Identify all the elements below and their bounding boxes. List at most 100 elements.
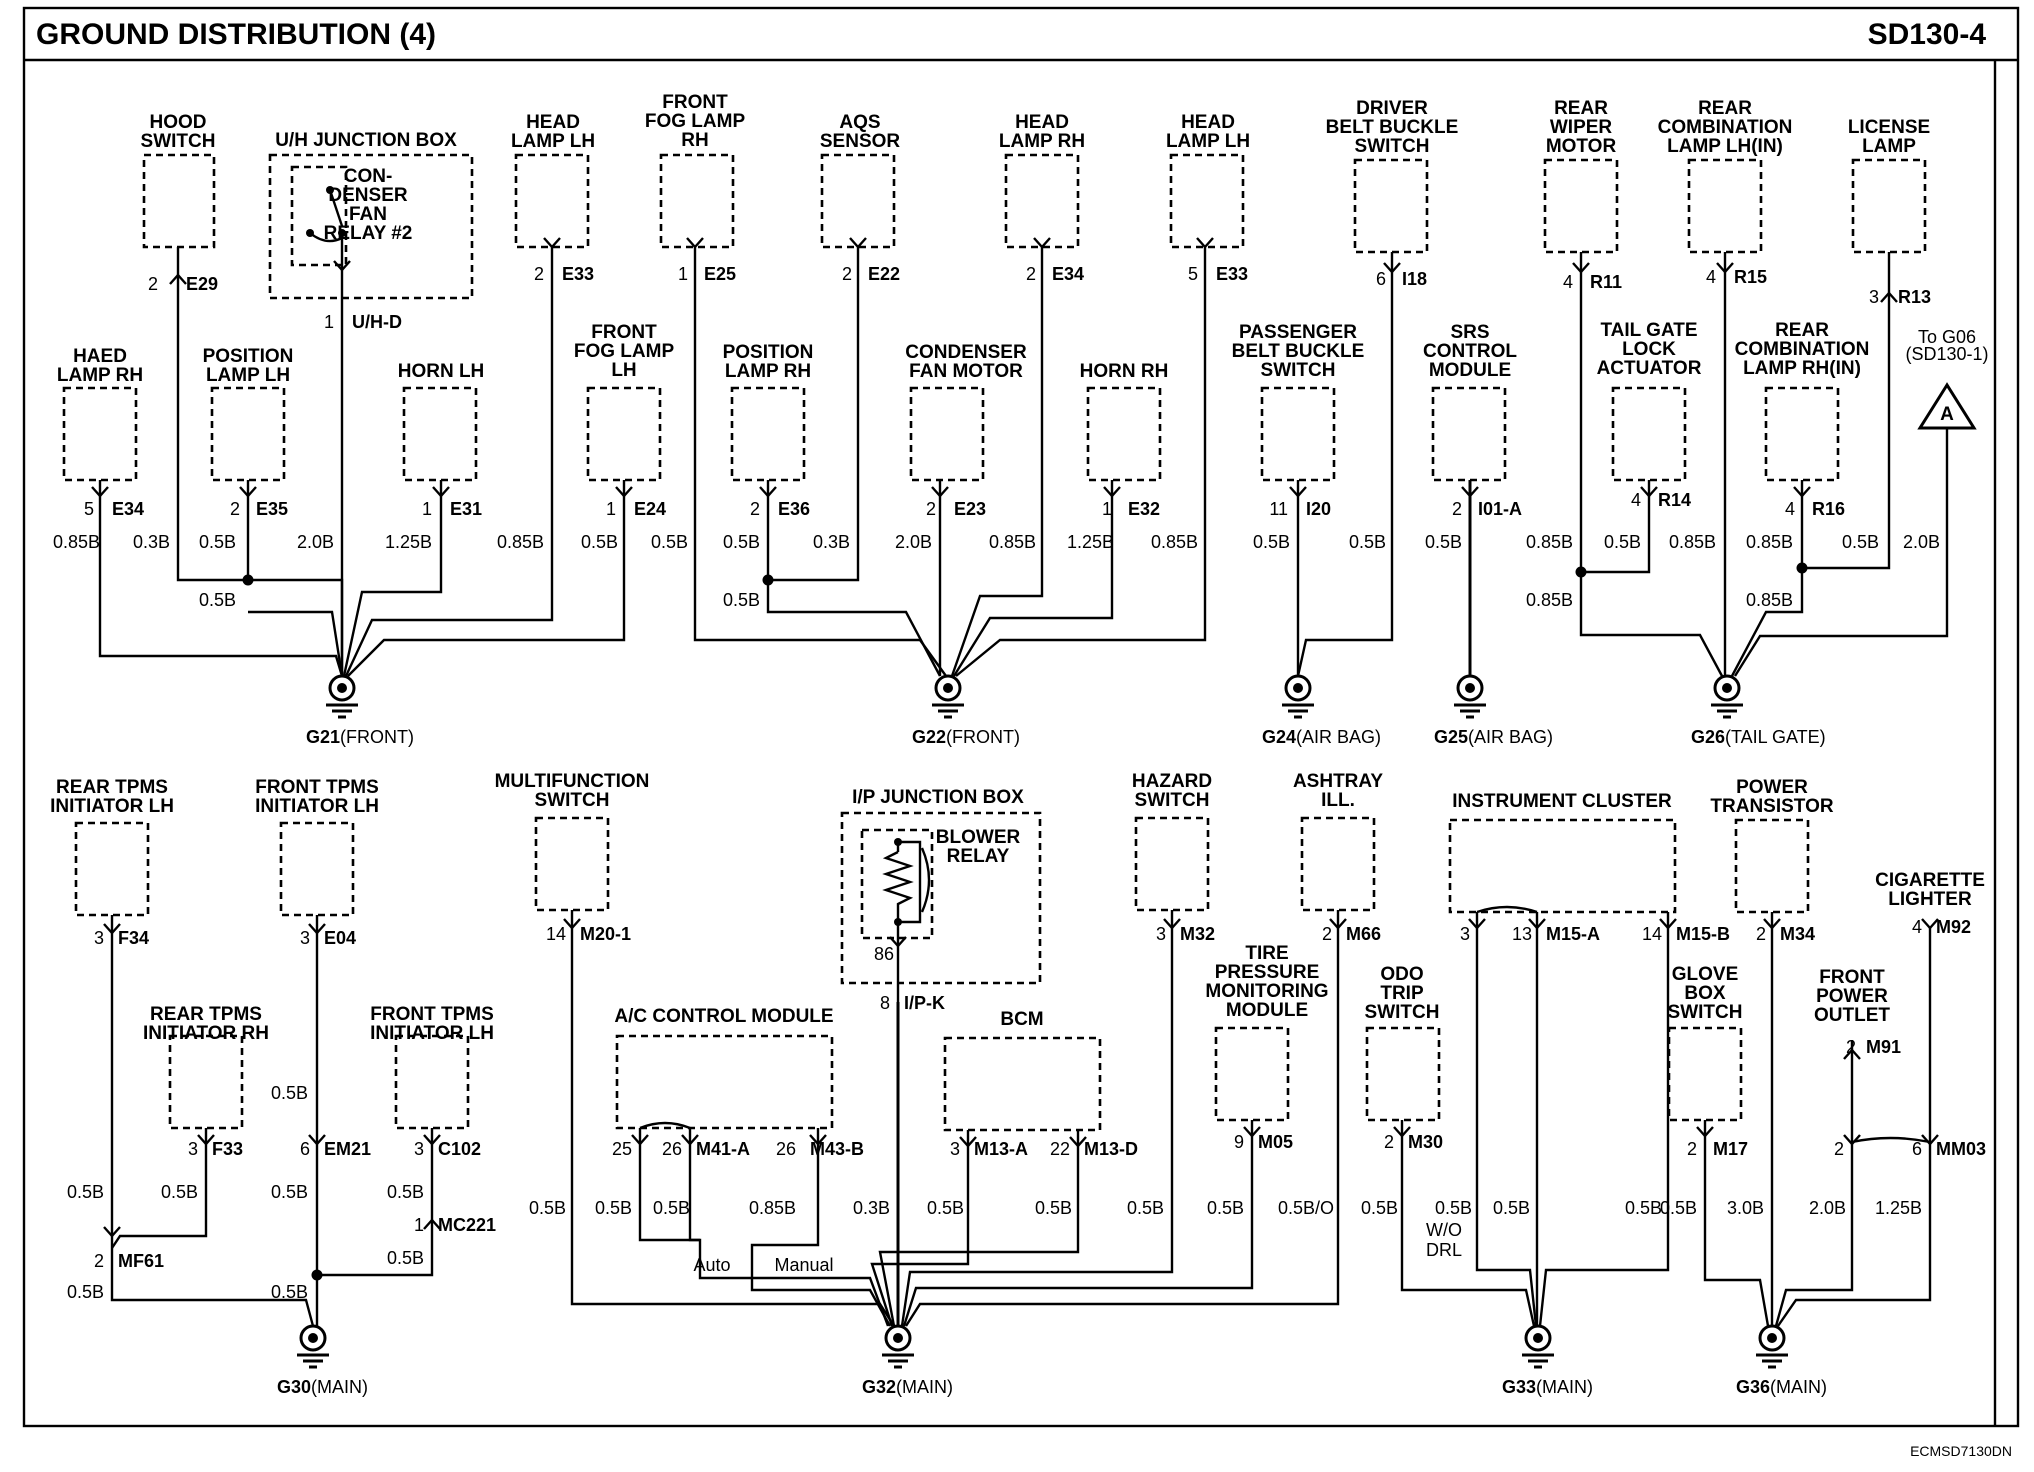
wire-bcm-m13d xyxy=(878,1130,1080,1327)
ground-center xyxy=(1722,683,1732,693)
wire-gauge: 1.25B xyxy=(1067,532,1114,552)
condenser-fan-relay-label: CON- xyxy=(344,166,393,187)
connector-id: E33 xyxy=(562,264,594,284)
connector-female-mark xyxy=(91,486,109,498)
rear-tpms-rh-label: REAR TPMS xyxy=(150,1004,262,1025)
ground-location: (FRONT) xyxy=(946,727,1020,747)
connector-id: MM03 xyxy=(1936,1139,1986,1159)
pin-number: 5 xyxy=(1188,264,1198,284)
connector-id: EM21 xyxy=(324,1139,371,1159)
pin-number: 2 xyxy=(230,499,240,519)
srs-control-module-label: CONTROL xyxy=(1423,341,1517,362)
tpms-module-label: TIRE xyxy=(1245,943,1288,964)
odo-trip-switch-label: SWITCH xyxy=(1365,1002,1440,1023)
wire-ac-25 xyxy=(638,1128,700,1242)
ground-id: G33 xyxy=(1502,1377,1536,1397)
front-fog-lamp-rh-label: FRONT xyxy=(662,92,728,113)
haed-lamp-rh-box xyxy=(62,386,138,482)
driver-belt-buckle-switch-label: DRIVER xyxy=(1356,98,1428,119)
blower-relay-label: BLOWER xyxy=(936,827,1021,848)
wire-splice-g21 xyxy=(248,610,344,677)
wire-gauge: 0.5B xyxy=(199,532,236,552)
connector-id: E22 xyxy=(868,264,900,284)
wire-front-fog-lamp-rh xyxy=(693,247,947,677)
connector-id: M34 xyxy=(1780,924,1815,944)
connector-id: E31 xyxy=(450,499,482,519)
front-tpms-lh-box xyxy=(394,1034,470,1130)
pin-number: 3 xyxy=(1869,287,1879,307)
pin-number: 2 xyxy=(534,264,544,284)
horn-rh-box xyxy=(1086,386,1162,482)
pin-number: 3 xyxy=(1156,924,1166,944)
connector-id: M17 xyxy=(1713,1139,1748,1159)
pin-number: 3 xyxy=(950,1139,960,1159)
ground-id: G24 xyxy=(1262,727,1296,747)
connector-id: E29 xyxy=(186,274,218,294)
connector-female-mark xyxy=(1033,237,1051,249)
wire-gauge: 0.85B xyxy=(749,1198,796,1218)
connector-id: M32 xyxy=(1180,924,1215,944)
connector-id: E34 xyxy=(1052,264,1084,284)
ground-id: G26 xyxy=(1691,727,1725,747)
pin-number: 3 xyxy=(300,928,310,948)
connector-female-mark xyxy=(543,237,561,249)
pin-number: 2 xyxy=(1452,499,1462,519)
wire-gauge: 2.0B xyxy=(297,532,334,552)
power-transistor-box xyxy=(1734,818,1810,914)
wire-gauge: 0.5B xyxy=(1435,1198,1472,1218)
position-lamp-rh-label: LAMP RH xyxy=(725,361,811,382)
front-tpms-lh-label: INITIATOR LH xyxy=(370,1023,494,1044)
connector-female-mark xyxy=(333,260,351,272)
wire-mf61 xyxy=(110,1240,315,1327)
tpms-module-label: MODULE xyxy=(1226,1000,1308,1021)
front-power-outlet-label: FRONT xyxy=(1819,967,1885,988)
wire-gauge: 0.85B xyxy=(1746,532,1793,552)
connector-female-mark xyxy=(1461,486,1479,498)
wire-aqs-sensor xyxy=(766,247,860,582)
glove-box-switch-label: SWITCH xyxy=(1668,1002,1743,1023)
wire-position-lamp-rh xyxy=(766,580,942,677)
haed-lamp-rh-label: HAED xyxy=(73,346,127,367)
wire-gauge: 0.3B xyxy=(813,532,850,552)
rear-wiper-motor-label: REAR xyxy=(1554,98,1608,119)
pin-number: 2 xyxy=(750,499,760,519)
connector-id: R11 xyxy=(1590,272,1622,292)
connector-id: M15-A xyxy=(1546,924,1600,944)
multifunction-switch-label: SWITCH xyxy=(535,790,610,811)
ac-control-module-box xyxy=(615,1034,834,1130)
multifunction-switch-box xyxy=(534,816,610,912)
connector-female-mark xyxy=(959,1136,977,1148)
connector-female-mark xyxy=(1528,918,1546,930)
ip-junction-box-label: I/P JUNCTION BOX xyxy=(852,787,1024,808)
connector-id: M92 xyxy=(1936,917,1971,937)
odo-trip-switch-box xyxy=(1365,1026,1441,1122)
pin-number: 2 xyxy=(926,499,936,519)
tpms-module-label: PRESSURE xyxy=(1215,962,1320,983)
passenger-belt-buckle-switch-label: BELT BUCKLE xyxy=(1232,341,1365,362)
glove-box-switch-label: BOX xyxy=(1684,983,1726,1004)
connector-female-mark xyxy=(1196,237,1214,249)
connector-female-mark xyxy=(563,918,581,930)
position-lamp-rh-box xyxy=(730,386,806,482)
passenger-belt-buckle-switch-box xyxy=(1260,386,1336,482)
horn-lh-box xyxy=(402,386,478,482)
ground-center xyxy=(337,683,347,693)
front-tpms-lh-label: FRONT TPMS xyxy=(255,777,379,798)
rear-wiper-motor-label: MOTOR xyxy=(1546,136,1617,157)
wire-gauge: 0.5B xyxy=(387,1182,424,1202)
pin-number: 2 xyxy=(1834,1139,1844,1159)
figure-code: ECMSD7130DN xyxy=(1910,1443,2012,1459)
ground-location: (MAIN) xyxy=(896,1377,953,1397)
power-transistor-label: TRANSISTOR xyxy=(1710,796,1833,817)
ground-location: (FRONT) xyxy=(340,727,414,747)
condenser-fan-motor-label: CONDENSER xyxy=(905,342,1027,363)
wire-haed-lamp-rh xyxy=(98,480,344,677)
connector-id: F33 xyxy=(212,1139,243,1159)
wire-gauge: 0.5B xyxy=(1625,1198,1662,1218)
wire-gauge: 0.5B xyxy=(1253,532,1290,552)
wire-cigarette-lighter xyxy=(1777,927,1932,1327)
ground-center xyxy=(308,1333,318,1343)
wire-gauge: 0.5B xyxy=(1207,1198,1244,1218)
wire-gauge: 0.5B xyxy=(595,1198,632,1218)
